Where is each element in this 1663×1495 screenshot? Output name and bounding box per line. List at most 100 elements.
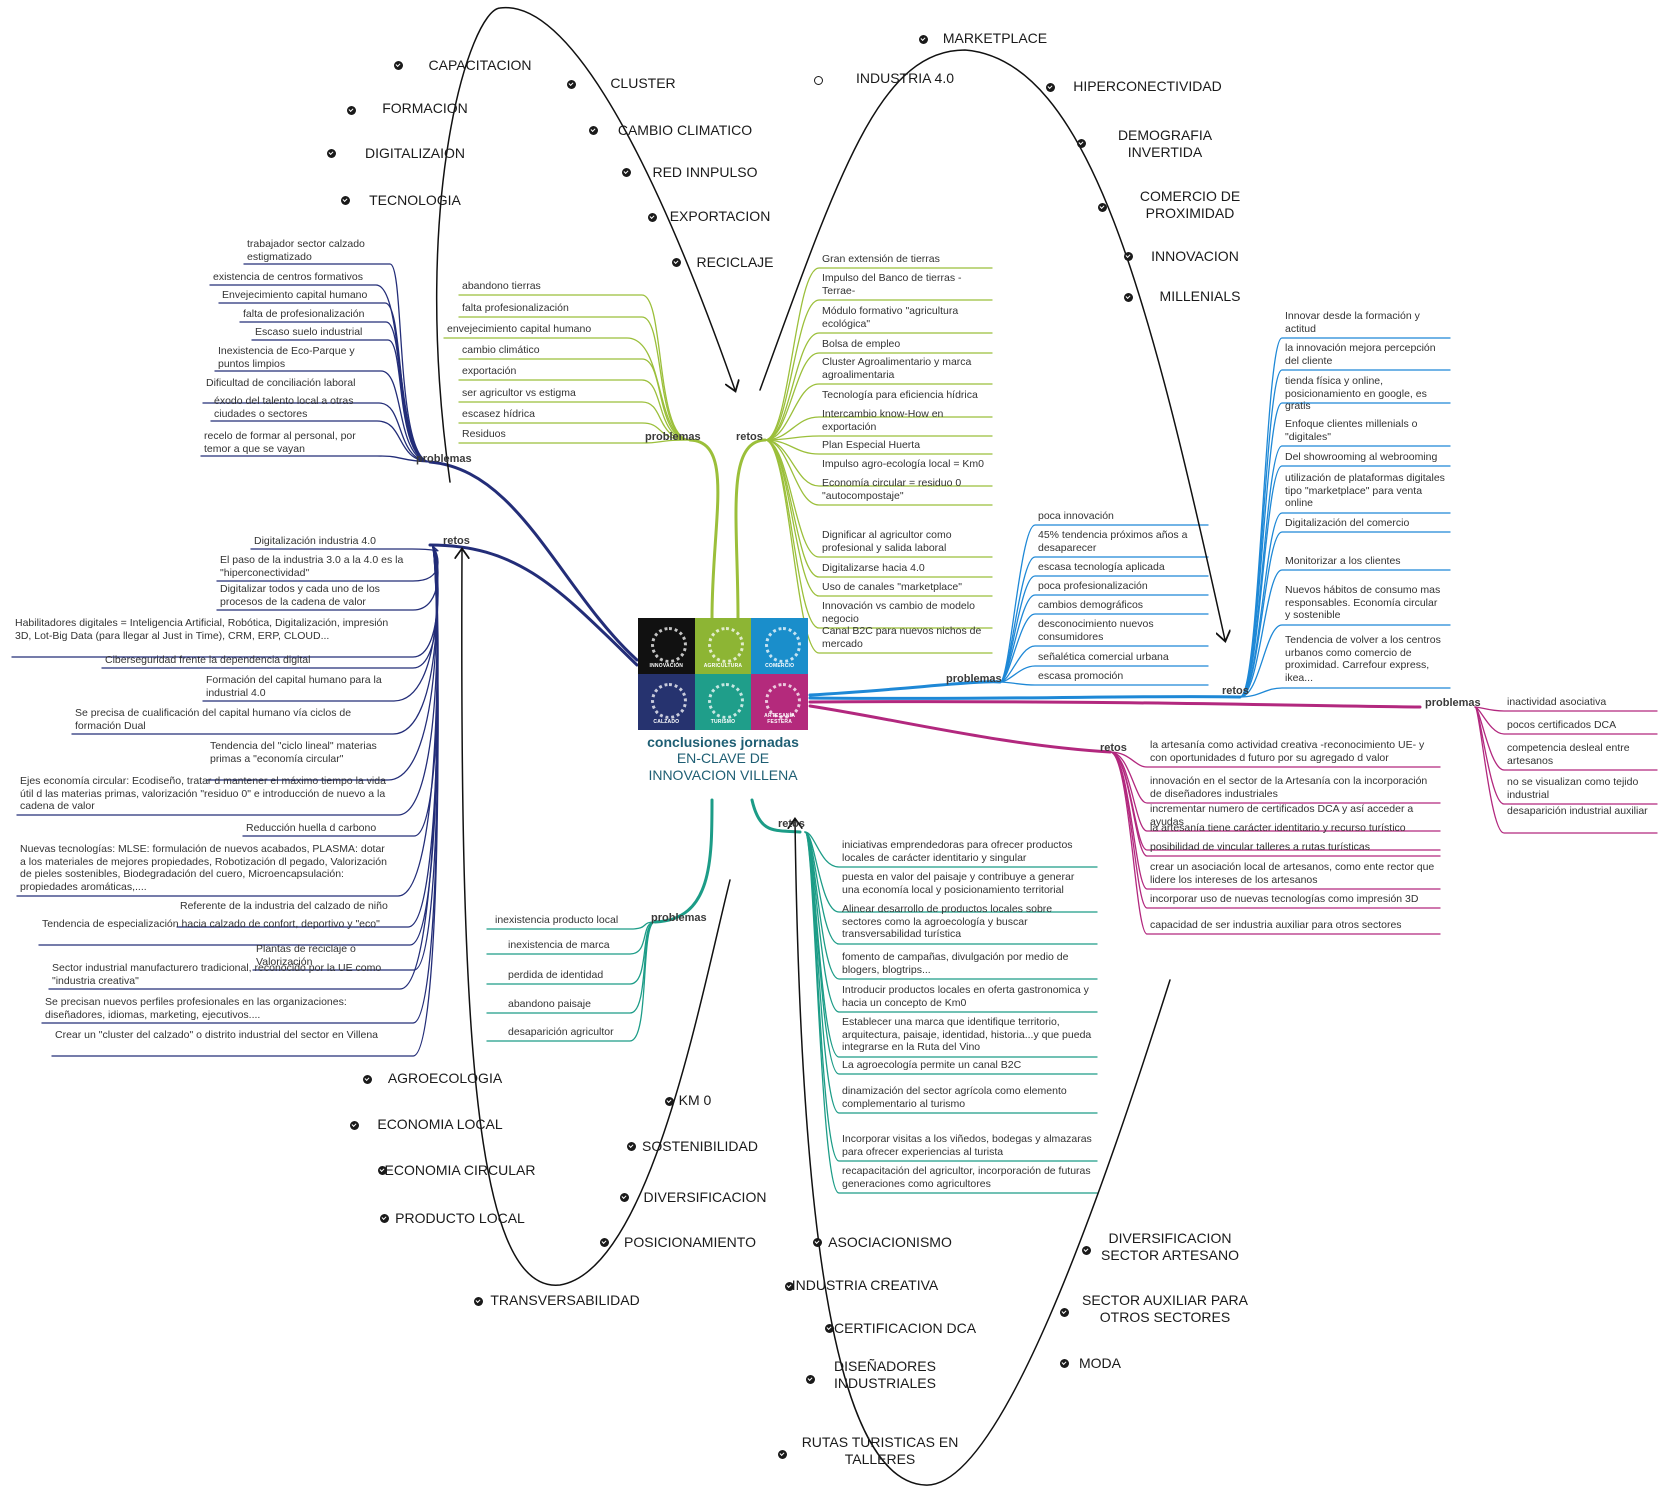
agricultura-reto-item[interactable]: Intercambio know-How en exportación: [822, 408, 944, 433]
keyword-comercio[interactable]: INDUSTRIA 4.0: [855, 70, 955, 86]
comercio-reto-item[interactable]: Del showrooming al webrooming: [1285, 451, 1438, 463]
artesania-problema-item[interactable]: inactividad asociativa: [1507, 696, 1607, 708]
keyword-agricultura[interactable]: RED INNPULSO: [652, 164, 758, 180]
calzado-reto-item[interactable]: Tendencia de especialización hacia calza…: [42, 918, 380, 930]
keyword-agricultura[interactable]: RECICLAJE: [696, 254, 774, 270]
keyword-artesania_right[interactable]: DIVERSIFICACION SECTOR ARTESANO: [1101, 1230, 1239, 1263]
calzado-reto-item[interactable]: Nuevas tecnologías: MLSE: formulación de…: [20, 843, 387, 893]
calzado-problema-item[interactable]: recelo de formar al personal, por temor …: [204, 430, 356, 455]
keyword-agricultura[interactable]: EXPORTACION: [669, 208, 771, 224]
keyword-artesania_right[interactable]: SECTOR AUXILIAR PARA OTROS SECTORES: [1082, 1292, 1248, 1325]
artesania-problema-item[interactable]: no se visualizan como tejido industrial: [1507, 776, 1639, 801]
agricultura-problema-item[interactable]: envejecimiento capital humano: [447, 323, 592, 335]
agricultura-problema-item[interactable]: exportación: [462, 365, 517, 377]
comercio-reto-item[interactable]: utilización de plataformas digitales tip…: [1285, 472, 1445, 509]
turismo-problema-item[interactable]: abandono paisaje: [508, 998, 591, 1010]
calzado-problema-item[interactable]: Dificultad de conciliación laboral: [206, 377, 356, 389]
comercio-problemas-hub[interactable]: problemas: [946, 673, 1002, 685]
keyword-agricultura[interactable]: CAMBIO CLIMATICO: [617, 122, 753, 138]
keyword-turismo_left[interactable]: ECONOMIA CIRCULAR: [384, 1162, 536, 1178]
calzado-reto-item[interactable]: Ejes economía circular: Ecodiseño, trata…: [20, 775, 386, 812]
calzado-reto-item[interactable]: Crear un "cluster del calzado" o distrit…: [55, 1029, 379, 1041]
turismo-reto-item[interactable]: Incorporar visitas a los viñedos, bodega…: [842, 1133, 1092, 1158]
comercio-problema-item[interactable]: 45% tendencia próximos años a desaparece…: [1038, 529, 1188, 554]
agricultura-reto-item[interactable]: Cluster Agroalimentario y marca agroalim…: [822, 356, 972, 381]
artesania-reto-item[interactable]: innovación en el sector de la Artesanía …: [1150, 775, 1428, 800]
keyword-artesania_left[interactable]: RUTAS TURISTICAS EN TALLERES: [801, 1434, 959, 1467]
agricultura-reto-item[interactable]: Uso de canales "marketplace": [822, 581, 962, 593]
keyword-turismo_right[interactable]: KM 0: [678, 1092, 712, 1108]
comercio-reto-item[interactable]: Digitalización del comercio: [1285, 517, 1410, 529]
calzado-reto-item[interactable]: Sector industrial manufacturero tradicio…: [52, 962, 382, 987]
agricultura-problema-item[interactable]: ser agricultor vs estigma: [462, 387, 576, 399]
calzado-reto-item[interactable]: Tendencia del "ciclo lineal" materias pr…: [210, 740, 377, 765]
turismo-retos-hub[interactable]: retos: [778, 818, 805, 830]
comercio-reto-item[interactable]: Enfoque clientes millenials o "digitales…: [1285, 418, 1418, 443]
artesania-reto-item[interactable]: posibilidad de vincular talleres a rutas…: [1150, 841, 1371, 853]
keyword-turismo_left[interactable]: PRODUCTO LOCAL: [395, 1210, 525, 1226]
keyword-artesania_left[interactable]: ASOCIACIONISMO: [828, 1234, 952, 1250]
calzado-reto-item[interactable]: El paso de la industria 3.0 a la 4.0 es …: [220, 554, 404, 579]
keyword-turismo_left[interactable]: AGROECOLOGIA: [387, 1070, 503, 1086]
keyword-calzado[interactable]: FORMACION: [382, 100, 468, 116]
artesania-retos-hub[interactable]: retos: [1100, 742, 1127, 754]
artesania-problemas-hub[interactable]: problemas: [1425, 697, 1481, 709]
calzado-reto-item[interactable]: Se precisan nuevos perfiles profesionale…: [45, 996, 347, 1021]
artesania-problema-item[interactable]: desaparición industrial auxiliar: [1507, 805, 1648, 817]
artesania-problema-item[interactable]: pocos certificados DCA: [1507, 719, 1617, 731]
turismo-reto-item[interactable]: fomento de campañas, divulgación por med…: [842, 951, 1069, 976]
artesania-problema-item[interactable]: competencia desleal entre artesanos: [1507, 742, 1630, 767]
keyword-comercio[interactable]: HIPERCONECTIVIDAD: [1073, 78, 1222, 94]
comercio-reto-item[interactable]: Monitorizar a los clientes: [1285, 555, 1401, 567]
agricultura-problemas-hub[interactable]: problemas: [645, 431, 701, 443]
comercio-reto-item[interactable]: Nuevos hábitos de consumo mas responsabl…: [1285, 584, 1441, 621]
keyword-turismo_left[interactable]: ECONOMIA LOCAL: [377, 1116, 503, 1132]
agricultura-reto-item[interactable]: Impulso agro-ecología local = Km0: [822, 458, 984, 470]
artesania-reto-item[interactable]: incorporar uso de nuevas tecnologías com…: [1150, 893, 1419, 905]
comercio-problema-item[interactable]: desconocimiento nuevos consumidores: [1038, 618, 1154, 643]
agricultura-problema-item[interactable]: Residuos: [462, 428, 506, 440]
artesania-reto-item[interactable]: capacidad de ser industria auxiliar para…: [1150, 919, 1402, 931]
keyword-artesania_left[interactable]: CERTIFICACION DCA: [833, 1320, 977, 1336]
agricultura-reto-item[interactable]: Innovación vs cambio de modelo negocio: [822, 600, 975, 625]
calzado-problema-item[interactable]: falta de profesionalización: [243, 308, 365, 320]
agricultura-problema-item[interactable]: cambio climático: [462, 344, 540, 356]
keyword-comercio[interactable]: MARKETPLACE: [942, 30, 1048, 46]
keyword-turismo_right[interactable]: DIVERSIFICACION: [643, 1189, 767, 1205]
calzado-retos-hub[interactable]: retos: [443, 535, 470, 547]
turismo-problema-item[interactable]: desaparición agricultor: [508, 1026, 614, 1038]
calzado-problemas-hub[interactable]: problemas: [416, 453, 472, 465]
calzado-reto-item[interactable]: Reducción huella d carbono: [246, 822, 377, 834]
agricultura-reto-item[interactable]: Impulso del Banco de tierras -Terrae-: [822, 272, 962, 297]
calzado-reto-item[interactable]: Referente de la industria del calzado de…: [180, 900, 388, 912]
keyword-turismo_right[interactable]: SOSTENIBILIDAD: [642, 1138, 758, 1154]
agricultura-reto-item[interactable]: Gran extensión de tierras: [822, 253, 940, 265]
agricultura-problema-item[interactable]: falta profesionalización: [462, 302, 569, 314]
agricultura-reto-item[interactable]: Economía circular = residuo 0 "autocompo…: [822, 477, 962, 502]
agricultura-reto-item[interactable]: Tecnología para eficiencia hídrica: [822, 389, 978, 401]
agricultura-reto-item[interactable]: Canal B2C para nuevos nichos de mercado: [822, 625, 982, 650]
keyword-artesania_right[interactable]: MODA: [1079, 1355, 1121, 1371]
agricultura-reto-item[interactable]: Plan Especial Huerta: [822, 439, 921, 451]
comercio-problema-item[interactable]: escasa promoción: [1038, 670, 1124, 682]
calzado-reto-item[interactable]: Formación del capital humano para la ind…: [206, 674, 382, 699]
calzado-problema-item[interactable]: éxodo del talento local a otras ciudades…: [214, 395, 354, 420]
calzado-reto-item[interactable]: Digitalizar todos y cada uno de los proc…: [220, 583, 380, 608]
turismo-problema-item[interactable]: inexistencia de marca: [508, 939, 610, 951]
comercio-reto-item[interactable]: Innovar desde la formación y actitud: [1285, 310, 1420, 335]
agricultura-reto-item[interactable]: Digitalizarse hacia 4.0: [822, 562, 925, 574]
keyword-comercio[interactable]: DEMOGRAFIA INVERTIDA: [1117, 127, 1213, 160]
calzado-reto-item[interactable]: Habilitadores digitales = Inteligencia A…: [15, 617, 389, 642]
calzado-reto-item[interactable]: Plantas de reciclaje o Valorización: [256, 943, 356, 968]
calzado-problema-item[interactable]: Envejecimiento capital humano: [222, 289, 368, 301]
agricultura-reto-item[interactable]: Bolsa de empleo: [822, 338, 901, 350]
keyword-artesania_left[interactable]: DISEÑADORES INDUSTRIALES: [834, 1358, 936, 1391]
comercio-reto-item[interactable]: tienda física y online, posicionamiento …: [1285, 375, 1427, 412]
calzado-problema-item[interactable]: trabajador sector calzado estigmatizado: [247, 238, 365, 263]
comercio-problema-item[interactable]: cambios demográficos: [1038, 599, 1144, 611]
turismo-problema-item[interactable]: perdida de identidad: [508, 969, 604, 981]
artesania-reto-item[interactable]: la artesanía como actividad creativa -re…: [1150, 739, 1425, 764]
calzado-reto-item[interactable]: Digitalización industria 4.0: [254, 535, 376, 547]
agricultura-problema-item[interactable]: abandono tierras: [462, 280, 541, 292]
turismo-reto-item[interactable]: Introducir productos locales en oferta g…: [842, 984, 1089, 1009]
